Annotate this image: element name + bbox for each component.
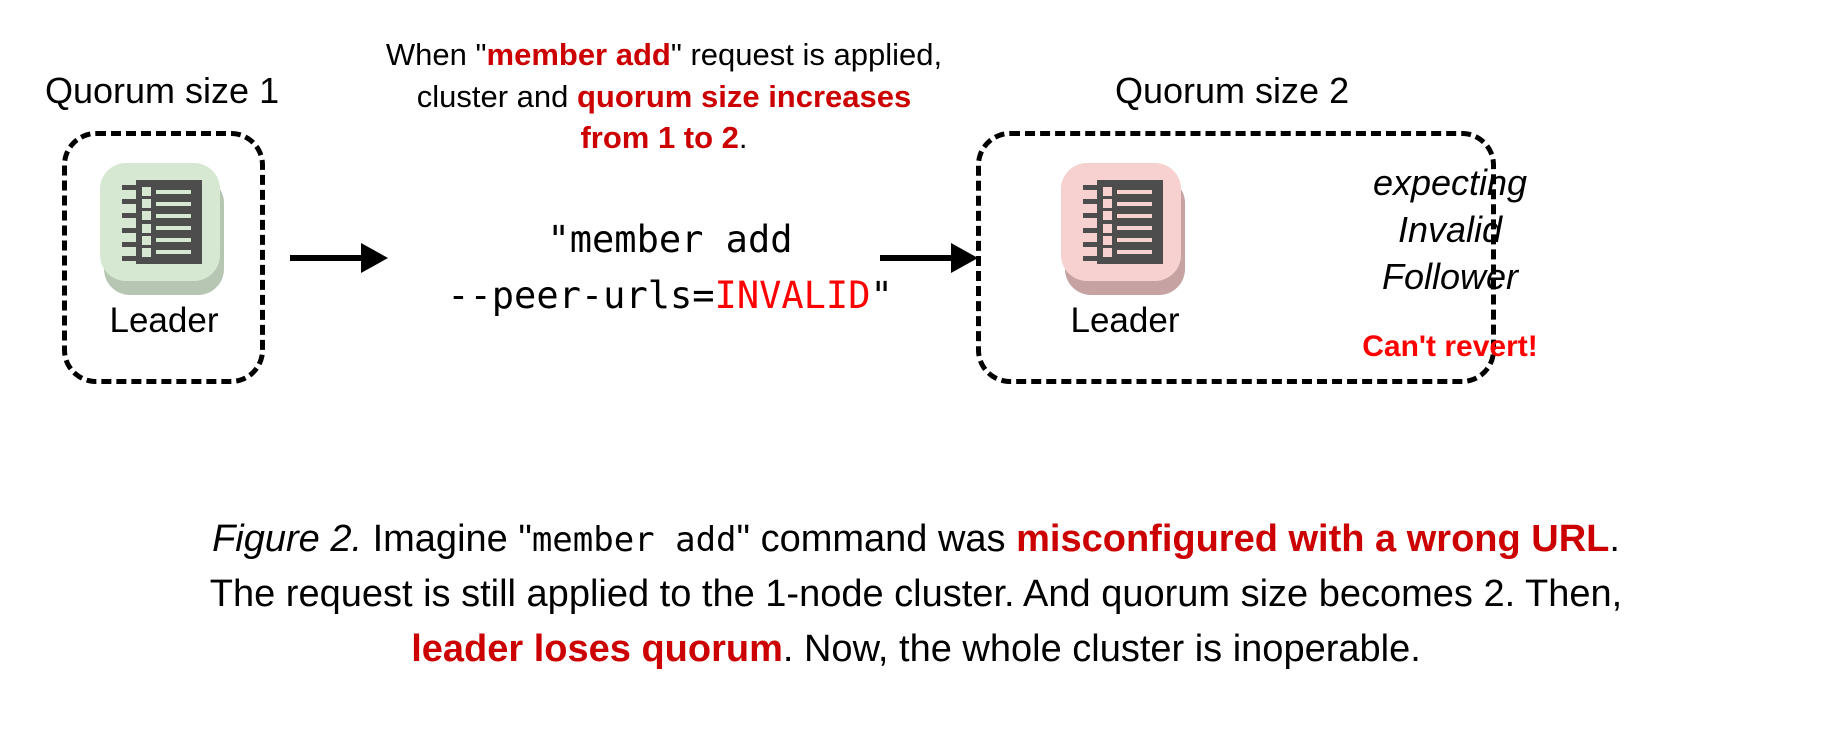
- from-1-to-2-highlight: from 1 to 2: [580, 120, 739, 156]
- top-annotation-line1: When "member add" request is applied,: [385, 37, 943, 72]
- expecting-invalid-follower-note: expecting Invalid Follower: [1300, 160, 1600, 300]
- top-annotation-line2: cluster and quorum size increases: [416, 78, 912, 114]
- quorum-increase-highlight: quorum size increases: [577, 78, 912, 114]
- caption-line-2: The request is still applied to the 1-no…: [209, 573, 1623, 616]
- caption-member-add-mono: member add: [531, 520, 737, 560]
- cant-revert-warning: Can't revert!: [1362, 330, 1538, 363]
- invalid-highlight: INVALID: [714, 273, 871, 317]
- left-cluster-box: [62, 131, 265, 384]
- misconfigured-highlight: misconfigured with a wrong URL: [1016, 518, 1610, 560]
- left-cluster-title: Quorum size 1: [45, 70, 280, 111]
- status-line-1: expecting: [1372, 162, 1528, 203]
- leader-loses-quorum-highlight: leader loses quorum: [411, 628, 783, 671]
- icon-binder-rings: [122, 185, 138, 261]
- status-line-2: Invalid: [1397, 208, 1503, 250]
- figure-caption: Figure 2. Imagine "member add" command w…: [0, 512, 1832, 677]
- status-line-3: Follower: [1381, 255, 1519, 297]
- left-leader-node: Leader: [99, 163, 229, 340]
- command-line1: "member add: [547, 218, 793, 261]
- figure-label: Figure 2.: [212, 518, 363, 560]
- right-cluster-box: [976, 131, 1496, 384]
- caption-line-3: leader loses quorum. Now, the whole clus…: [411, 628, 1421, 671]
- icon-list-rows: [1103, 187, 1157, 257]
- member-add-highlight: member add: [486, 37, 671, 72]
- left-node-label: Leader: [109, 301, 219, 340]
- arrow-right-icon-left: [290, 243, 388, 273]
- notebook-icon: [1061, 163, 1189, 295]
- right-leader-node: Leader: [1060, 163, 1190, 340]
- icon-list-rows: [142, 187, 196, 257]
- caption-line-1: Figure 2. Imagine "member add" command w…: [212, 518, 1620, 560]
- command-line2: --peer-urls=INVALID": [447, 273, 893, 317]
- top-annotation: When "member add" request is applied, cl…: [352, 34, 976, 159]
- arrow-right-icon-right: [880, 243, 978, 273]
- icon-binder-rings: [1083, 185, 1099, 261]
- right-node-label: Leader: [1070, 301, 1180, 340]
- top-annotation-line3: from 1 to 2.: [580, 120, 748, 156]
- command-text: "member add --peer-urls=INVALID": [440, 212, 900, 323]
- notebook-icon: [100, 163, 228, 295]
- right-cluster-title: Quorum size 2: [1115, 70, 1350, 111]
